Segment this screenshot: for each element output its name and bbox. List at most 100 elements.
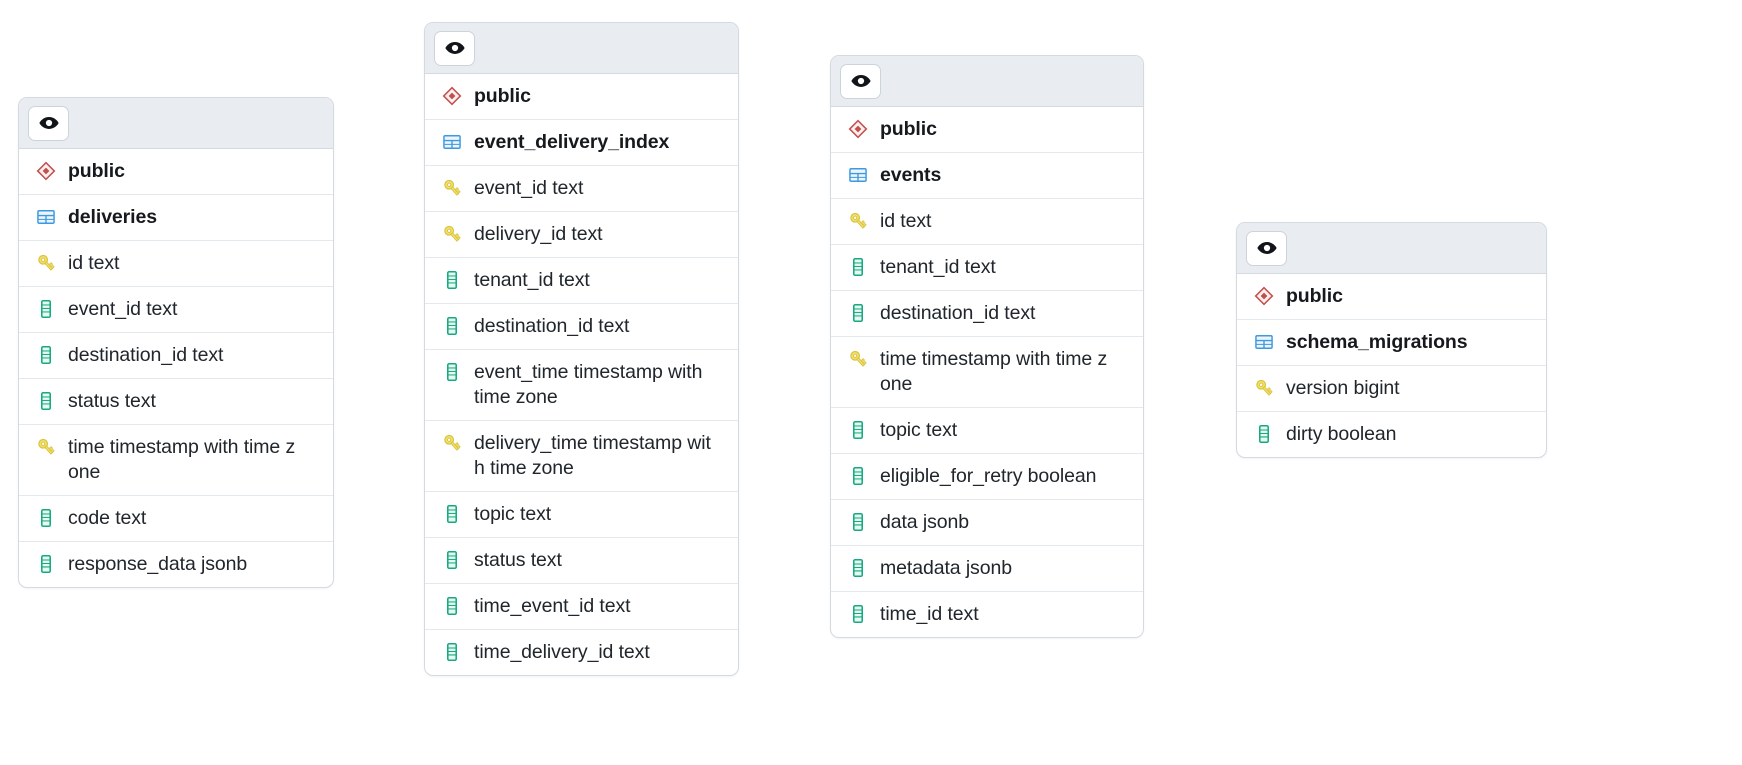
column-icon bbox=[845, 464, 871, 487]
key-icon bbox=[33, 435, 59, 459]
column-row-label: status text bbox=[68, 390, 156, 412]
eye-icon bbox=[444, 37, 466, 59]
column-icon bbox=[1251, 422, 1277, 445]
table-grid-icon bbox=[1251, 330, 1277, 353]
column-row-label: destination_id text bbox=[474, 315, 630, 337]
primary-key-column-row[interactable]: id text bbox=[831, 199, 1143, 245]
column-row-label: time_delivery_id text bbox=[474, 641, 650, 663]
column-row-label: topic text bbox=[474, 503, 552, 525]
column-icon bbox=[439, 640, 465, 663]
table-grid-icon bbox=[33, 205, 59, 228]
column-row-label: dirty boolean bbox=[1286, 423, 1397, 445]
column-row[interactable]: status text bbox=[19, 379, 333, 425]
visibility-toggle-button[interactable] bbox=[28, 105, 69, 141]
primary-key-column-row[interactable]: version bigint bbox=[1237, 366, 1546, 412]
column-row-label: event_time timestamp with time zone bbox=[474, 361, 703, 408]
table-name-row[interactable]: deliveries bbox=[19, 195, 333, 241]
column-icon bbox=[33, 552, 59, 575]
table-name-row[interactable]: event_delivery_index bbox=[425, 120, 738, 166]
column-row-label: tenant_id text bbox=[474, 269, 590, 291]
column-row[interactable]: destination_id text bbox=[425, 304, 738, 350]
column-row[interactable]: code text bbox=[19, 496, 333, 542]
schema-row-label: public bbox=[474, 85, 531, 107]
column-row[interactable]: event_time timestamp with time zone bbox=[425, 350, 738, 421]
column-icon bbox=[845, 301, 871, 324]
table-card[interactable]: public events id text tenant_id text destina… bbox=[830, 55, 1144, 638]
column-icon bbox=[845, 602, 871, 625]
column-row-label: topic text bbox=[880, 419, 958, 441]
primary-key-column-row-label: time timestamp with time z one bbox=[880, 348, 1108, 395]
column-row-label: time_id text bbox=[880, 603, 979, 625]
key-icon bbox=[845, 209, 871, 233]
column-row[interactable]: topic text bbox=[831, 408, 1143, 454]
column-row[interactable]: topic text bbox=[425, 492, 738, 538]
primary-key-column-row-label: time timestamp with time z one bbox=[68, 436, 296, 483]
column-row[interactable]: event_id text bbox=[19, 287, 333, 333]
column-row[interactable]: tenant_id text bbox=[425, 258, 738, 304]
visibility-toggle-button[interactable] bbox=[840, 63, 881, 99]
table-name-row[interactable]: events bbox=[831, 153, 1143, 199]
column-row[interactable]: time_id text bbox=[831, 592, 1143, 637]
primary-key-column-row[interactable]: event_id text bbox=[425, 166, 738, 212]
schema-row[interactable]: public bbox=[1237, 274, 1546, 320]
column-icon bbox=[33, 389, 59, 412]
schema-row[interactable]: public bbox=[425, 74, 738, 120]
primary-key-column-row-label: id text bbox=[68, 252, 120, 274]
column-row[interactable]: data jsonb bbox=[831, 500, 1143, 546]
column-row-label: data jsonb bbox=[880, 511, 969, 533]
column-row[interactable]: status text bbox=[425, 538, 738, 584]
column-row[interactable]: destination_id text bbox=[831, 291, 1143, 337]
column-row[interactable]: response_data jsonb bbox=[19, 542, 333, 587]
diamond-schema-icon bbox=[33, 159, 59, 182]
column-icon bbox=[439, 594, 465, 617]
column-row[interactable]: eligible_for_retry boolean bbox=[831, 454, 1143, 500]
schema-row[interactable]: public bbox=[19, 149, 333, 195]
table-grid-icon bbox=[845, 163, 871, 186]
column-icon bbox=[33, 343, 59, 366]
column-row-label: response_data jsonb bbox=[68, 553, 248, 575]
diamond-schema-icon bbox=[845, 117, 871, 140]
key-icon bbox=[845, 347, 871, 371]
column-row[interactable]: time_delivery_id text bbox=[425, 630, 738, 675]
column-icon bbox=[33, 297, 59, 320]
diamond-schema-icon bbox=[1251, 284, 1277, 307]
primary-key-column-row[interactable]: id text bbox=[19, 241, 333, 287]
column-row-label: code text bbox=[68, 507, 147, 529]
table-grid-icon bbox=[439, 130, 465, 153]
eye-icon bbox=[1256, 237, 1278, 259]
column-row[interactable]: time_event_id text bbox=[425, 584, 738, 630]
primary-key-column-row-label: delivery_id text bbox=[474, 223, 603, 245]
key-icon bbox=[439, 222, 465, 246]
primary-key-column-row[interactable]: time timestamp with time z one bbox=[831, 337, 1143, 408]
column-icon bbox=[845, 255, 871, 278]
visibility-toggle-button[interactable] bbox=[1246, 230, 1287, 266]
column-row-label: event_id text bbox=[68, 298, 178, 320]
primary-key-column-row[interactable]: delivery_time timestamp wit h time zone bbox=[425, 421, 738, 492]
table-card[interactable]: public event_delivery_index event_id text d… bbox=[424, 22, 739, 676]
column-row[interactable]: destination_id text bbox=[19, 333, 333, 379]
schema-row-label: public bbox=[880, 118, 937, 140]
column-row[interactable]: metadata jsonb bbox=[831, 546, 1143, 592]
key-icon bbox=[439, 431, 465, 455]
key-icon bbox=[439, 176, 465, 200]
column-row[interactable]: tenant_id text bbox=[831, 245, 1143, 291]
table-card[interactable]: public deliveries id text event_id text dest… bbox=[18, 97, 334, 588]
primary-key-column-row-label: event_id text bbox=[474, 177, 584, 199]
column-row-label: destination_id text bbox=[880, 302, 1036, 324]
primary-key-column-row[interactable]: time timestamp with time z one bbox=[19, 425, 333, 496]
column-row-label: time_event_id text bbox=[474, 595, 631, 617]
visibility-toggle-button[interactable] bbox=[434, 30, 475, 66]
schema-row[interactable]: public bbox=[831, 107, 1143, 153]
table-name-row-label: event_delivery_index bbox=[474, 131, 670, 153]
schema-row-label: public bbox=[1286, 285, 1343, 307]
column-row-label: status text bbox=[474, 549, 562, 571]
table-name-row-label: events bbox=[880, 164, 942, 186]
column-row-label: tenant_id text bbox=[880, 256, 996, 278]
table-name-row-label: deliveries bbox=[68, 206, 157, 228]
column-row[interactable]: dirty boolean bbox=[1237, 412, 1546, 457]
table-name-row[interactable]: schema_migrations bbox=[1237, 320, 1546, 366]
primary-key-column-row[interactable]: delivery_id text bbox=[425, 212, 738, 258]
table-card-header bbox=[1237, 223, 1546, 274]
column-icon bbox=[845, 556, 871, 579]
